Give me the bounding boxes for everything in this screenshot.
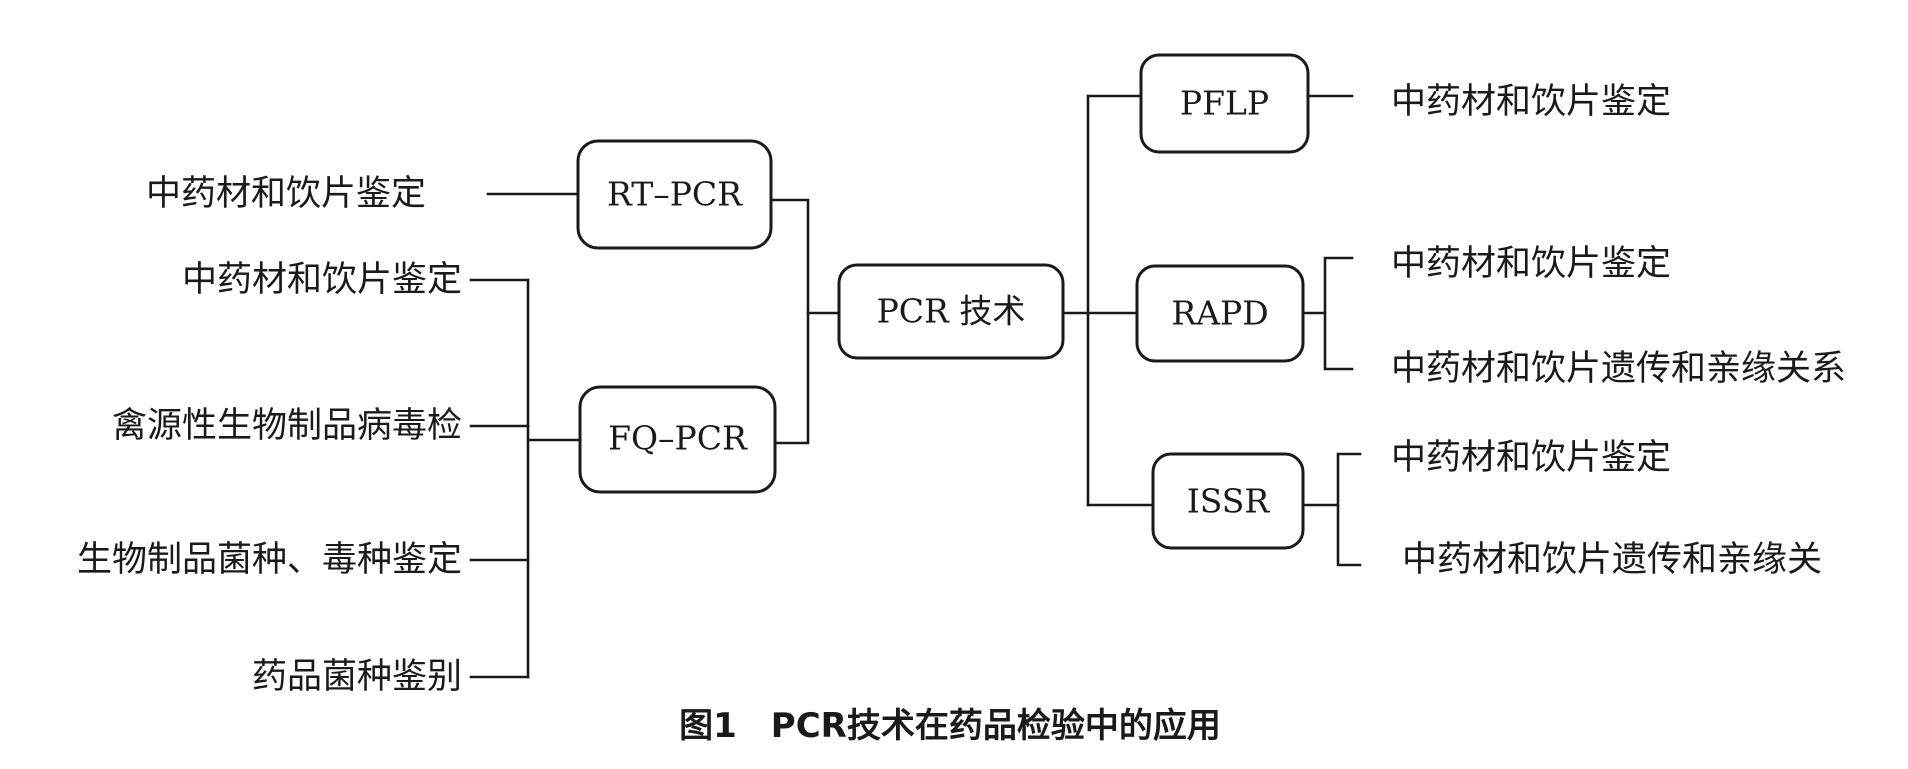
application-label: 药品菌种鉴别 (252, 657, 462, 697)
connector-lines (469, 94, 1362, 679)
node-rt-pcr: RT–PCR (576, 139, 773, 250)
application-label: 中药材和饮片鉴定 (1391, 244, 1671, 284)
fq-pcr-applications: 中药材和饮片鉴定 禽源性生物制品病毒检 生物制品菌种、毒种鉴定 药品菌种鉴别 (77, 260, 462, 697)
connector-rapd-apps (1323, 256, 1354, 371)
figure-caption: 图1 PCR技术在药品检验中的应用 (679, 706, 1221, 746)
application-label: 中药材和饮片鉴定 (1391, 82, 1671, 122)
node-fq-pcr: FQ–PCR (578, 385, 777, 494)
issr-applications: 中药材和饮片鉴定 中药材和饮片遗传和亲缘关 (1391, 438, 1822, 580)
node-rapd-label: RAPD (1171, 294, 1268, 333)
application-label: 中药材和饮片鉴定 (182, 260, 462, 300)
connector-issr-apps (1336, 452, 1362, 567)
application-label: 中药材和饮片遗传和亲缘关系 (1391, 349, 1846, 389)
application-label: 中药材和饮片鉴定 (146, 174, 426, 214)
node-issr-label: ISSR (1187, 482, 1271, 521)
rt-pcr-applications: 中药材和饮片鉴定 (146, 174, 426, 214)
node-issr: ISSR (1151, 452, 1305, 550)
application-label: 中药材和饮片鉴定 (1391, 438, 1671, 478)
node-fq-pcr-label: FQ–PCR (608, 419, 748, 458)
node-pcr-technology: PCR 技术 (837, 263, 1065, 360)
application-label: 禽源性生物制品病毒检 (112, 406, 462, 446)
node-pcr-technology-label: PCR 技术 (877, 292, 1026, 331)
connector-rtpcr-to-center (769, 198, 810, 445)
node-pflp-label: PFLP (1180, 84, 1269, 123)
rapd-applications: 中药材和饮片鉴定 中药材和饮片遗传和亲缘关系 (1391, 244, 1846, 389)
node-rapd: RAPD (1135, 264, 1305, 363)
node-pflp: PFLP (1139, 53, 1310, 154)
pflp-applications: 中药材和饮片鉴定 (1391, 82, 1671, 122)
node-rt-pcr-label: RT–PCR (607, 175, 743, 214)
application-label: 生物制品菌种、毒种鉴定 (77, 540, 462, 580)
application-label: 中药材和饮片遗传和亲缘关 (1402, 540, 1822, 580)
